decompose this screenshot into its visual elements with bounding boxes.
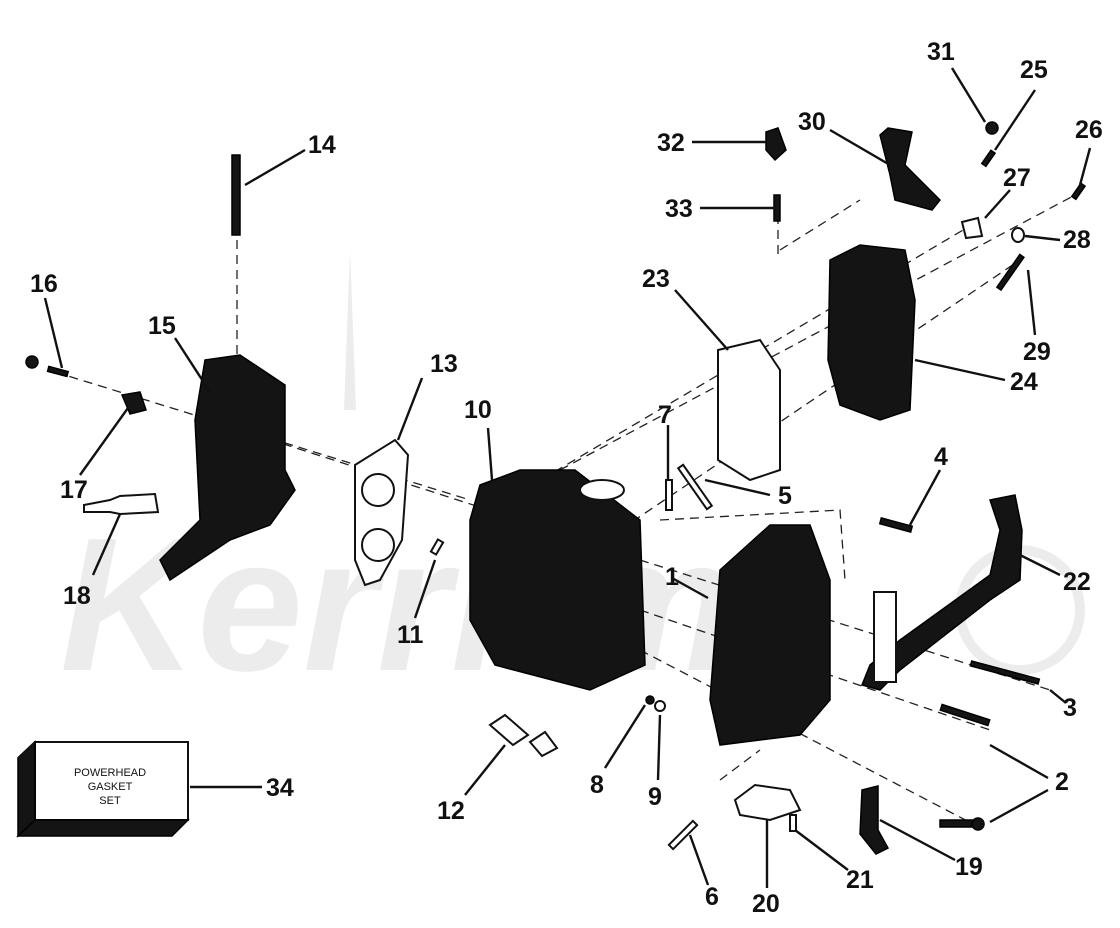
callout-33: 33 [665,195,693,223]
bolt-2a [939,703,991,727]
screw-31 [985,121,999,135]
callout-10: 10 [464,396,492,424]
callout-23: 23 [642,265,670,293]
bolt-29 [995,253,1025,292]
exhaust-gasket-23 [717,338,781,482]
callout-4: 4 [934,443,948,471]
grommet-32 [765,127,787,162]
callout-29: 29 [1023,338,1051,366]
callout-20: 20 [752,890,780,918]
bolt-2b-head [971,817,985,831]
callout-22: 22 [1063,568,1091,596]
callout-26: 26 [1075,116,1103,144]
spark-plug-18 [83,492,160,516]
callout-32: 32 [657,129,685,157]
callout-3: 3 [1063,694,1077,722]
pin-5 [676,463,714,511]
callout-11: 11 [397,621,424,649]
clip-27 [960,216,984,240]
callout-1: 1 [665,563,679,591]
callout-34: 34 [266,774,294,802]
cylinder-head-15 [159,354,296,582]
bolt-4 [878,517,914,533]
washer-9 [654,700,666,712]
pin-21 [789,814,797,832]
gasket-set-line2: GASKET [88,781,133,793]
callout-17: 17 [60,476,88,504]
screw-16 [46,365,70,378]
bracket-22 [860,494,1023,691]
gasket-set-line1: POWERHEAD [74,767,146,779]
callout-5: 5 [778,482,792,510]
stud-14 [231,154,241,236]
tube-22 [873,591,897,683]
callout-12: 12 [437,797,465,825]
gasket-bore-upper [361,473,395,507]
gasket-set-line3: SET [99,795,121,807]
callout-15: 15 [148,312,176,340]
callout-labels: 1 2 3 4 5 6 7 8 9 10 11 12 13 14 15 16 1… [30,38,1103,918]
callout-30: 30 [798,108,826,136]
block-bore [579,479,625,501]
callout-31: 31 [927,38,955,66]
callout-14: 14 [308,131,336,159]
callout-27: 27 [1003,164,1031,192]
callout-7: 7 [658,401,672,429]
gasket-20 [733,783,802,822]
callout-28: 28 [1063,226,1091,254]
callout-16: 16 [30,270,58,298]
pin-7 [665,479,673,511]
callout-19: 19 [955,853,983,881]
elbow-19 [859,785,890,855]
pin-8 [645,695,655,705]
screw-26 [1070,182,1087,201]
crankcase-1 [709,524,831,746]
dowel-12b [528,730,559,758]
callout-25: 25 [1020,56,1048,84]
callout-18: 18 [63,582,91,610]
nut-16 [25,355,39,369]
callout-9: 9 [648,783,662,811]
callout-24: 24 [1010,368,1038,396]
callout-2: 2 [1055,768,1069,796]
leader-lines [43,67,1092,888]
callout-21: 21 [846,866,874,894]
gasket-bore-lower [361,528,395,562]
parts [25,121,1087,855]
callout-8: 8 [590,771,604,799]
exhaust-cover-24 [827,244,916,421]
pin-6 [667,819,699,851]
dowel-12 [488,713,530,747]
callout-13: 13 [430,350,458,378]
watermark-spire-icon [344,250,356,410]
gasket-set-box: POWERHEAD GASKET SET [16,740,190,838]
screw-25 [980,149,997,168]
cylinder-block-10 [469,469,646,691]
bracket-30 [879,127,942,211]
callout-6: 6 [705,883,719,911]
bolt-3 [969,660,1041,685]
dowel-11 [429,538,445,556]
washer-28 [1011,227,1025,243]
